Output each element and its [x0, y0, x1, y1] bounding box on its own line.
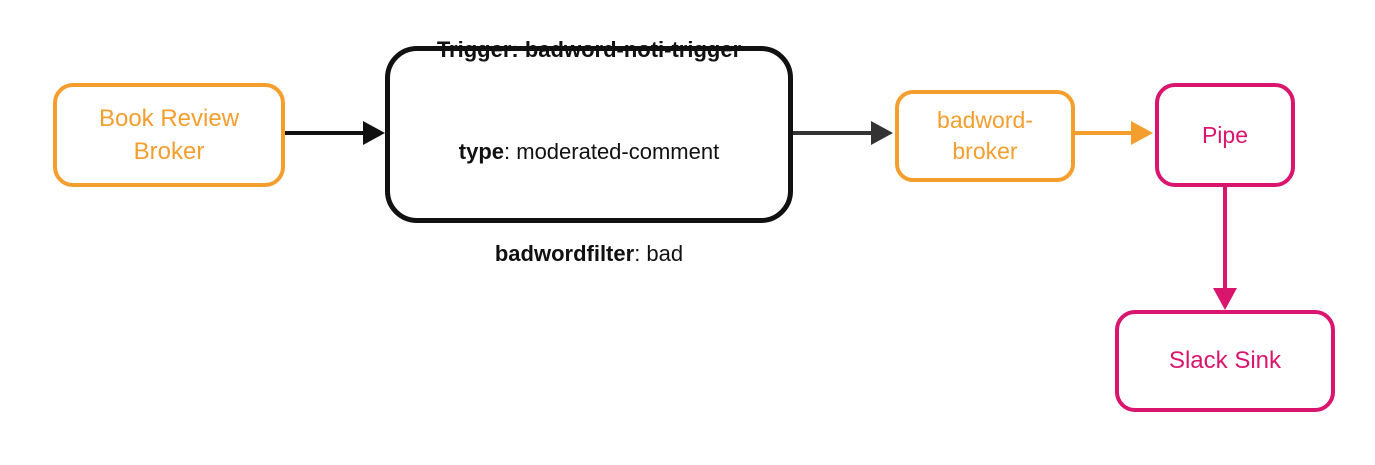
arrow-line — [1223, 187, 1227, 288]
node-badword-broker: badword- broker — [895, 90, 1075, 182]
trigger-line-2: type: moderated-comment — [458, 138, 720, 164]
arrowhead-right-icon — [871, 121, 893, 145]
node-badword-broker-label: badword- broker — [937, 107, 1033, 164]
node-pipe-label: Pipe — [1201, 121, 1249, 148]
trigger-line-1: Trigger: badword-noti-trigger — [436, 36, 742, 62]
trigger-line-3: badwordfilter: bad — [494, 240, 684, 266]
node-trigger-filter: Trigger: badword-noti-trigger type: mode… — [385, 37, 793, 266]
arrowhead-down-icon — [1213, 288, 1237, 310]
node-pipe: Pipe — [1155, 83, 1295, 187]
node-book-review-broker-label: Book Review Broker — [98, 105, 240, 165]
arrow-line — [1075, 131, 1131, 135]
arrow-line — [793, 131, 871, 135]
trigger-filter-text: Trigger: badword-noti-trigger type: mode… — [437, 0, 741, 305]
arrow-line — [285, 131, 363, 135]
node-slack-sink: Slack Sink — [1115, 310, 1335, 412]
arrowhead-right-icon — [1131, 121, 1153, 145]
node-slack-sink-label: Slack Sink — [1168, 347, 1282, 374]
node-book-review-broker: Book Review Broker — [53, 83, 285, 187]
arrowhead-right-icon — [363, 121, 385, 145]
